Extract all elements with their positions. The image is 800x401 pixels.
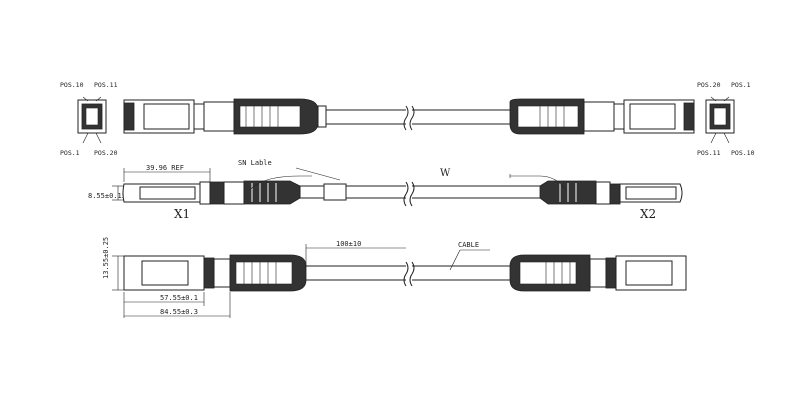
left-connector-top — [123, 98, 327, 135]
ref-dimension: 39.96 REF — [146, 164, 184, 172]
pos-label: POS.20 — [697, 81, 721, 89]
sn-label-sleeve — [323, 183, 347, 201]
left-connector-side — [122, 180, 325, 205]
left-connector-bottom — [123, 254, 307, 292]
pos-label: POS.1 — [60, 149, 80, 157]
left-end-view — [77, 96, 107, 144]
end-label-x1: X1 — [174, 207, 190, 221]
height-dimension-bottom: 13.55±0.25 — [102, 237, 110, 279]
pos-label: POS.10 — [731, 149, 755, 157]
end-label-x2: X2 — [640, 207, 656, 221]
dimension-a: 57.55±0.1 — [160, 294, 198, 302]
right-connector-bottom — [509, 254, 687, 292]
height-dimension: 8.55±0.15 — [88, 192, 126, 200]
pos-label: POS.1 — [731, 81, 751, 89]
dimension-b: 84.55±0.3 — [160, 308, 198, 316]
sn-label: SN Lable — [238, 159, 272, 167]
strip-dimension: 100±10 — [336, 240, 361, 248]
right-connector-side — [539, 180, 683, 205]
right-connector-top — [509, 98, 695, 135]
pos-label: POS.10 — [60, 81, 84, 89]
pos-label: POS.11 — [94, 81, 118, 89]
pos-label: POS.11 — [697, 149, 721, 157]
right-end-view — [705, 96, 735, 144]
cable-label: CABLE — [458, 241, 479, 249]
pos-label: POS.20 — [94, 149, 118, 157]
length-label: W — [440, 168, 451, 179]
